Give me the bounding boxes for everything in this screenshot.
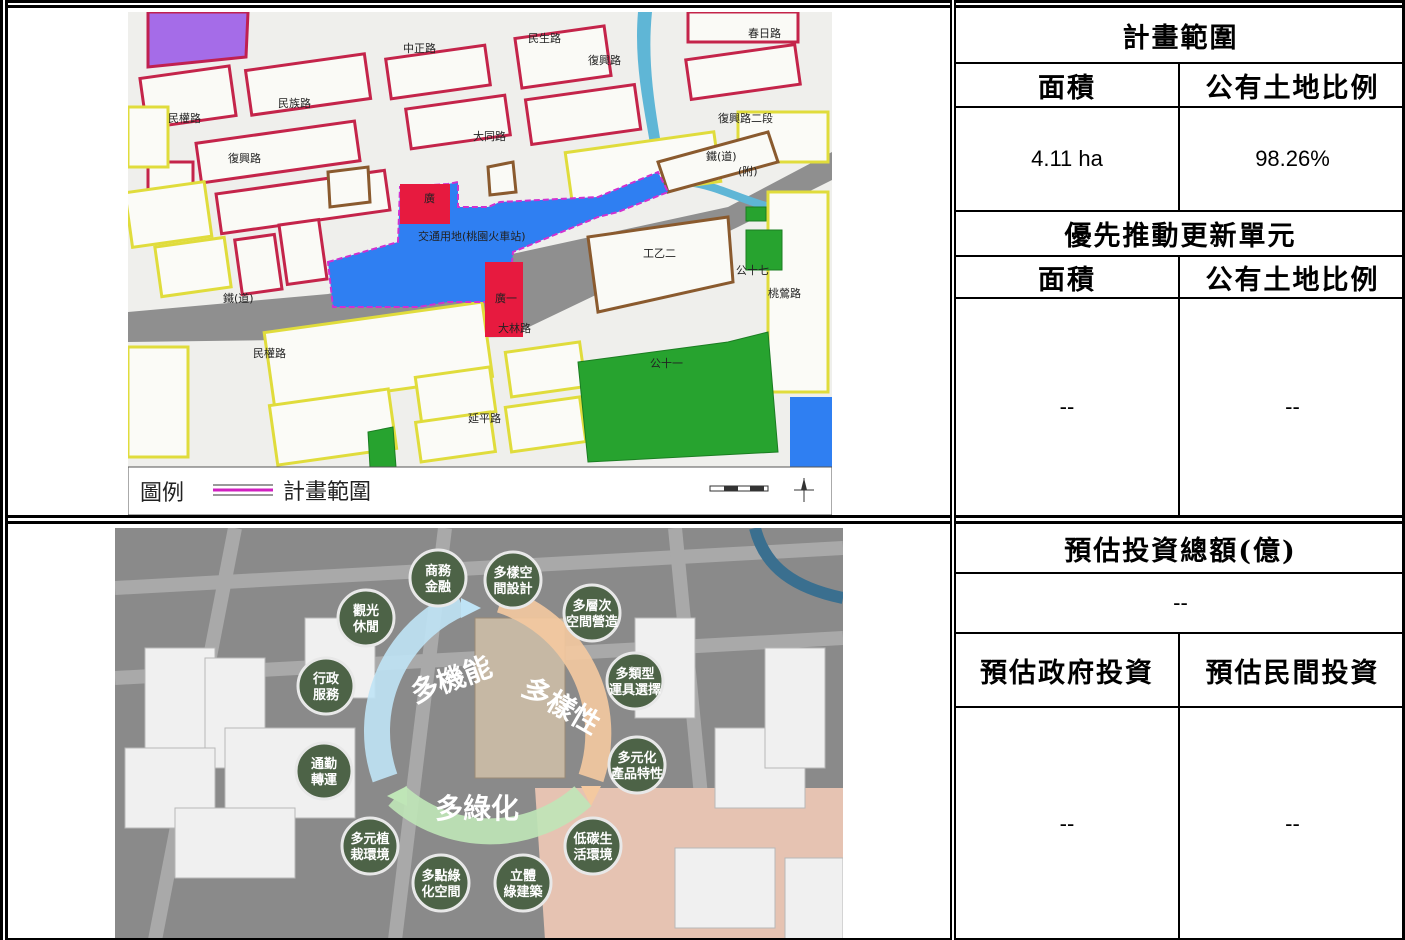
bubble-4-line2: 產品特性 [610,766,663,782]
bubble-9-line1: 通勤 [311,756,337,772]
plan-boundary-legend-icon [213,484,273,496]
legend-label: 圖例 [140,481,184,506]
railway-right-label: 鐵(道) [706,149,737,163]
priority-unit-area-header: 面積 [1038,264,1096,296]
ring-greenery-icon [388,786,592,845]
bubble-2-line1: 多層次 [572,598,611,614]
bubble-1-line1: 多樣空 [493,565,532,581]
station-label: 交通用地(桃園火車站) [418,229,526,243]
road-dalin-label: 大林路 [498,321,531,335]
gov-investment-value: -- [1059,811,1075,836]
bubble-1-line2: 間設計 [493,581,532,597]
bubble-7-line2: 化空間 [421,884,460,900]
road-fuxing2-label: 復興路 [588,54,621,67]
divider-top-col [1178,62,1180,210]
concept-render: 多機能 多樣性 多綠化 商務 金融 多樣空 間設計 多層次 空間營造 多類型 運… [115,528,843,940]
border-right [1402,0,1405,940]
divider-bottom-col [1178,632,1180,940]
bubble-9-line2: 轉運 [311,772,337,788]
bubble-group: 商務 金融 多樣空 間設計 多層次 空間營造 多類型 運具選擇 多元化 產品特性… [294,548,667,913]
bubble-5-line1: 低碳生 [572,831,612,847]
plaza1-label: 廣一 [495,291,517,305]
railway-left-label: 鐵(道) [223,291,254,305]
ring-label-greenery: 多綠化 [435,792,519,825]
line-scope-title [956,62,1405,64]
north-arrow-icon [794,478,814,502]
bubble-7-line1: 多點綠 [421,868,461,884]
road-minquan2-label: 民權路 [253,347,286,360]
park17-label: 公十七 [736,263,769,277]
bubble-11-line1: 觀光 [353,603,379,619]
industrial-label: 工乙二 [643,247,676,260]
line-invest-total [956,632,1405,634]
investment-total-title: 預估投資總額(億) [1064,535,1297,567]
bubble-0-line1: 商務 [425,563,452,579]
plan-scope-area-value: 4.11 ha [1031,146,1103,171]
priority-unit-area-value: -- [1059,393,1075,419]
bubble-0-line2: 金融 [424,579,451,595]
ring-multifunction-icon [363,591,467,783]
bubble-11-line2: 休閒 [352,619,379,635]
road-minquan-label: 民權路 [168,112,201,125]
border-left [0,0,8,940]
bubble-8-line2: 栽環境 [350,847,389,863]
line-scope-header [956,106,1405,108]
legend-item-label: 計畫範圍 [283,480,371,505]
road-minzu-label: 民族路 [278,96,311,110]
attached-label: (附) [738,164,758,178]
plan-scope-ratio-header: 公有土地比例 [1205,72,1380,104]
plan-scope-ratio-value: 98.26% [1255,146,1330,171]
bubble-4-line1: 多元化 [617,750,656,766]
line-invest-title [956,572,1405,574]
plaza-label: 廣 [424,191,435,205]
bubble-5-line2: 活環境 [573,847,612,863]
line-priority-header [956,297,1405,299]
bubble-3-line2: 運具選擇 [609,682,661,698]
private-investment-value: -- [1285,811,1300,836]
border-center [950,0,956,940]
priority-unit-title: 優先推動更新單元 [1064,221,1297,252]
park11-label: 公十一 [650,356,683,370]
gov-investment-header: 預估政府投資 [980,657,1154,689]
road-minsheng-label: 民生路 [528,31,561,45]
bubble-10-line1: 行政 [312,671,340,687]
plan-scope-area-header: 面積 [1038,72,1096,104]
line-invest-header [956,706,1405,708]
road-fuxing-label: 復興路 [228,152,261,165]
divider-top-col2 [1178,255,1180,515]
bubble-10-line2: 服務 [313,687,340,703]
scale-bar-icon [709,485,769,492]
priority-unit-ratio-header: 公有土地比例 [1205,264,1380,296]
bubble-6-line2: 綠建築 [503,884,543,900]
line-priority-title [956,255,1405,257]
road-chunri-label: 春日路 [748,27,781,40]
investment-total-value: -- [1173,590,1188,615]
road-yanping-label: 延平路 [468,412,501,425]
border-bottom [0,938,1405,940]
bubble-3-line1: 多類型 [615,666,654,682]
priority-unit-ratio-value: -- [1285,393,1300,419]
ring-diversity-icon [496,587,612,783]
private-investment-header: 預估民間投資 [1205,657,1380,689]
plan-scope-title: 計畫範圍 [1122,22,1239,54]
border-mid [0,515,1405,524]
road-zhongzheng-label: 中正路 [403,42,436,55]
road-fuxing-sec2-label: 復興路二段 [718,111,773,125]
bubble-6-line1: 立體 [510,868,536,884]
border-top [0,0,1405,8]
road-datong-label: 大同路 [473,129,506,143]
line-scope-values [956,210,1405,212]
road-taoying-label: 桃鶯路 [768,286,801,300]
bubble-2-line2: 空間營造 [566,614,619,630]
land-use-map: 交通用地(桃園火車站) 廣 廣一 工乙二 公十一 公十七 鐵(道) 鐵(道) (… [128,12,832,515]
bubble-8-line1: 多元植 [350,831,389,847]
